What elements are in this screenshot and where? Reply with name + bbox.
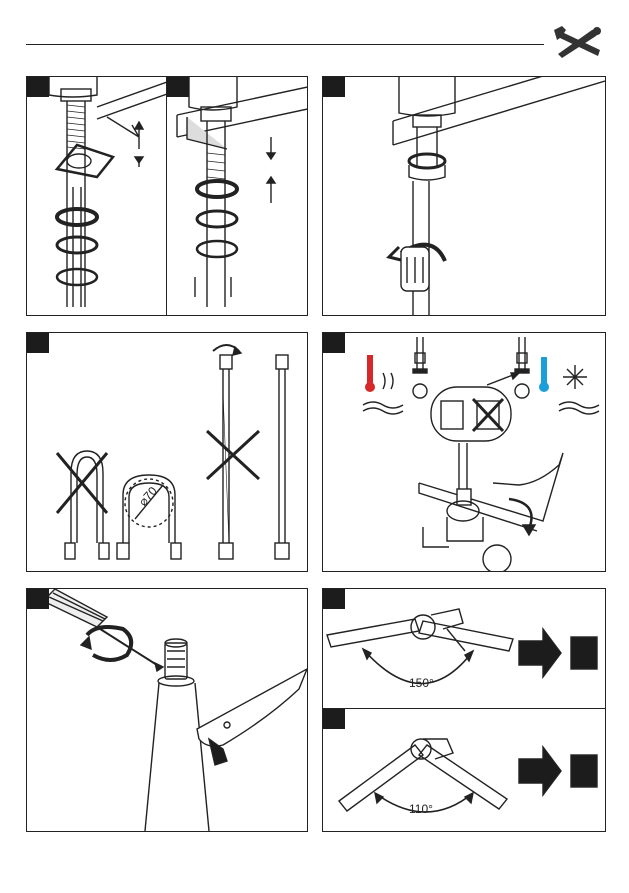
- wrench-screwdriver-icon: [552, 24, 604, 60]
- step-panel-cartridge-screw: [26, 588, 308, 832]
- bend-diameter-label: ⌀70: [136, 484, 160, 509]
- step-panel-countertop-mount: [166, 76, 308, 316]
- step-number-badge: [27, 589, 49, 609]
- step-panel-water-connection: [322, 332, 606, 572]
- step-panel-hose-tightening: [322, 76, 606, 316]
- step-panel-spout-150: 150°: [322, 588, 606, 710]
- step-number-badge: [27, 333, 49, 353]
- step-number-badge: [323, 589, 345, 609]
- step-panel-nut-assembly: [26, 76, 168, 316]
- angle-150-label: 150°: [409, 676, 434, 690]
- step-number-badge: [323, 709, 345, 729]
- step-number-badge: [167, 77, 189, 97]
- step-panel-spout-110: 110°: [322, 708, 606, 832]
- step-number-badge: [323, 77, 345, 97]
- step-number-badge: [27, 77, 49, 97]
- step-panel-hose-bending: ⌀70: [26, 332, 308, 572]
- step-number-badge: [323, 333, 345, 353]
- header-rule: [26, 44, 544, 45]
- angle-110-label: 110°: [409, 802, 433, 816]
- cold-thermometer-icon: [541, 357, 547, 385]
- hot-thermometer-icon: [367, 355, 373, 385]
